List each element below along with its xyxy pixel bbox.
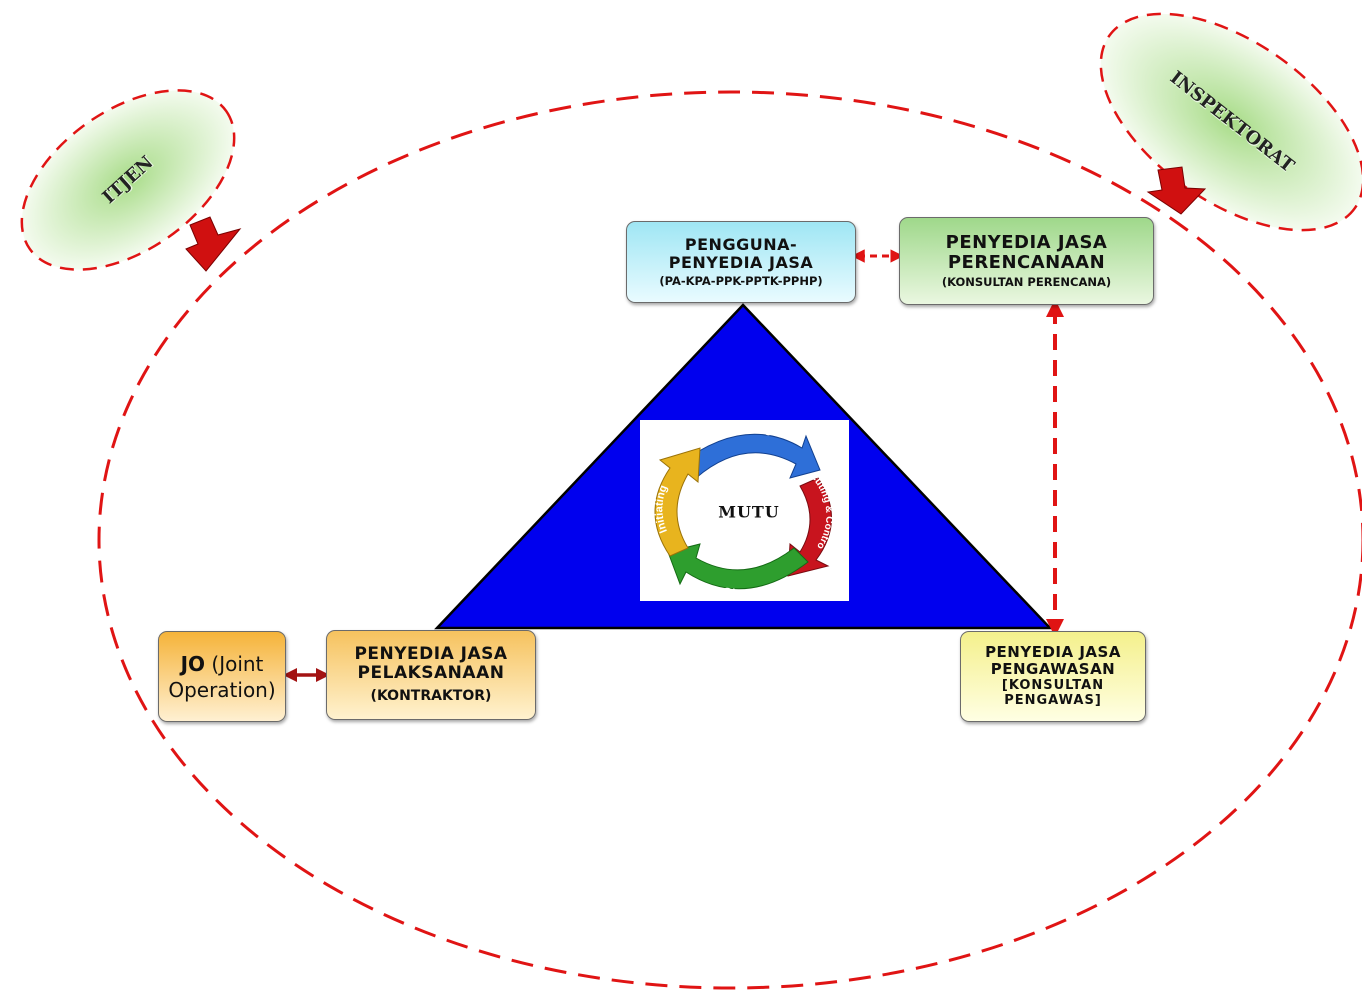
pelaksanaan-box: PENYEDIA JASA PELAKSANAAN (KONTRAKTOR) [326, 630, 536, 720]
itjen-down-arrow-icon [185, 216, 242, 272]
pengguna-box: PENGGUNA- PENYEDIA JASA (PA-KPA-PPK-PPTK… [626, 221, 856, 303]
stage-planning: Planning [715, 420, 776, 437]
itjen-oval [20, 89, 236, 271]
inspektorat-oval [1099, 12, 1362, 232]
pengguna-sub: (PA-KPA-PPK-PPTK-PPHP) [659, 273, 823, 288]
pelaksanaan-sub: (KONTRAKTOR) [370, 688, 492, 705]
pengawasan-sub2: PENGAWAS] [1004, 693, 1102, 709]
executing-arrow-icon [787, 477, 832, 577]
perencanaan-line1: PENYEDIA JASA [945, 231, 1108, 253]
perencanaan-sub: (KONSULTAN PERENCANA) [941, 275, 1112, 290]
perencanaan-line2: PERENCANAAN [947, 252, 1106, 274]
initiating-arrow-icon [654, 447, 701, 557]
stage-initiating: Initiating [653, 484, 669, 535]
pelaksanaan-line1: PENYEDIA JASA [354, 644, 508, 665]
scope-ellipse [97, 90, 1362, 990]
pengguna-line1: PENGGUNA- [684, 235, 798, 255]
jo-box: JO (Joint Operation) [158, 631, 286, 722]
pengawasan-line2: PENGAWASAN [990, 659, 1116, 678]
inspektorat-down-arrow-icon [1146, 166, 1207, 215]
pengawasan-sub1: [KONSULTAN [1001, 677, 1105, 693]
jo-rest1: (Joint [205, 651, 264, 676]
pengawasan-box: PENYEDIA JASA PENGAWASAN [KONSULTAN PENG… [960, 631, 1146, 722]
pengawasan-line1: PENYEDIA JASA [985, 643, 1121, 662]
pelaksanaan-line2: PELAKSANAAN [357, 663, 505, 684]
jo-line1: JO (Joint [181, 651, 264, 677]
planning-arrow-icon [679, 433, 821, 479]
quality-cycle-graphic: Planning Executing & Controlling Closing… [637, 412, 835, 602]
jo-abbrev: JO [180, 651, 206, 676]
closing-arrow-icon [667, 543, 809, 590]
mutu-label: MUTU [718, 502, 780, 522]
stage-closing: Closing [721, 584, 770, 601]
perencanaan-box: PENYEDIA JASA PERENCANAAN (KONSULTAN PER… [899, 217, 1154, 305]
jo-line2: Operation) [168, 677, 276, 702]
quality-cycle-panel: Planning Executing & Controlling Closing… [637, 412, 849, 602]
pengguna-line2: PENYEDIA JASA [668, 253, 814, 273]
